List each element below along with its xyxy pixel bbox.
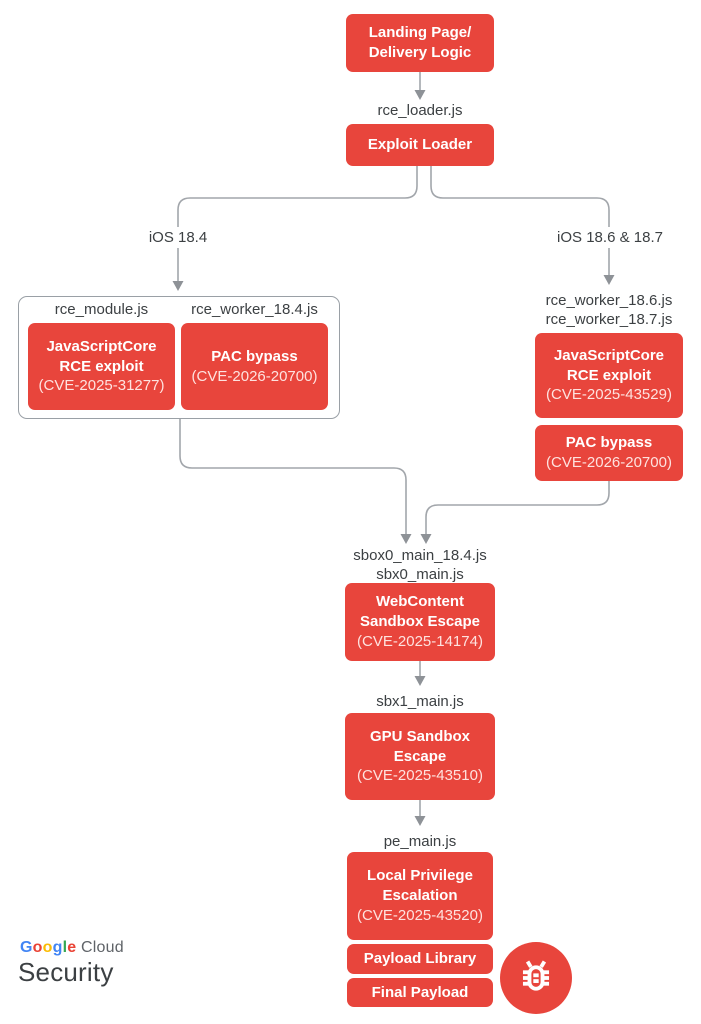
file-label-rce-loader: rce_loader.js	[336, 102, 504, 121]
file-label-rce-worker-18-4: rce_worker_18.4.js	[179, 301, 330, 320]
brand-letter: o	[32, 939, 43, 956]
node-pac-bypass-18-6-18-7: PAC bypass (CVE-2026-20700)	[535, 425, 683, 481]
node-title: JavaScriptCore RCE exploit	[46, 337, 157, 375]
node-cve: (CVE-2025-43520)	[357, 906, 483, 924]
node-payload-library: Payload Library	[347, 944, 493, 974]
node-cve: (CVE-2026-20700)	[191, 367, 318, 385]
node-cve: (CVE-2025-14174)	[357, 632, 483, 650]
file-label-pe-main: pe_main.js	[336, 833, 504, 852]
node-cve: (CVE-2025-31277)	[38, 377, 165, 395]
arrowhead-gpu	[414, 676, 426, 686]
node-title: PAC bypass	[211, 347, 298, 365]
node-jsc-rce-18-4: JavaScriptCore RCE exploit (CVE-2025-312…	[28, 323, 175, 410]
file-label-rce-module: rce_module.js	[28, 301, 175, 320]
node-title: JavaScriptCore RCE exploit	[553, 346, 665, 384]
brand-letter: g	[52, 939, 63, 956]
node-landing-page: Landing Page/ Delivery Logic	[346, 14, 494, 72]
arrowhead-lpe	[414, 816, 426, 826]
brand-cloud-label: Cloud	[76, 939, 124, 956]
file-label-sbox0-main: sbox0_main_18.4.js sbx0_main.js	[335, 547, 505, 585]
node-title: Landing Page/ Delivery Logic	[368, 24, 472, 61]
connector-branch-left	[177, 166, 418, 281]
node-title: Payload Library	[363, 950, 477, 968]
brand-letter: o	[42, 939, 53, 956]
node-exploit-loader: Exploit Loader	[346, 124, 494, 166]
file-label-sbx1-main: sbx1_main.js	[336, 693, 504, 712]
connector-branch-right	[430, 166, 610, 275]
node-gpu-sandbox-escape: GPU Sandbox Escape (CVE-2025-43510)	[345, 713, 495, 800]
bug-icon-glyph	[522, 960, 550, 991]
node-cve: (CVE-2026-20700)	[546, 454, 672, 471]
node-jsc-rce-18-6-18-7: JavaScriptCore RCE exploit (CVE-2025-435…	[535, 333, 683, 418]
file-label-rce-worker-18-6-18-7: rce_worker_18.6.js rce_worker_18.7.js	[530, 292, 688, 330]
bug-icon	[500, 942, 572, 1014]
branch-label-ios-18-6-18-7: iOS 18.6 & 18.7	[549, 227, 671, 248]
brand-letter: e	[67, 939, 77, 956]
arrowhead-merge-right	[420, 534, 432, 544]
arrowhead-branch-left	[172, 281, 184, 291]
arrowhead-loader	[414, 90, 426, 100]
node-title: Final Payload	[371, 983, 469, 1001]
node-title: WebContent Sandbox Escape	[359, 593, 481, 631]
node-cve: (CVE-2025-43510)	[357, 767, 483, 785]
node-title: GPU Sandbox Escape	[369, 727, 470, 765]
google-cloud-logo: Google Cloud	[20, 939, 124, 957]
arrowhead-merge-left	[400, 534, 412, 544]
product-name-security: Security	[18, 957, 114, 987]
branch-label-ios-18-4: iOS 18.4	[138, 227, 218, 248]
node-local-privilege-escalation: Local Privilege Escalation (CVE-2025-435…	[347, 852, 493, 940]
arrowhead-branch-right	[603, 275, 615, 285]
connector-merge-right	[425, 481, 610, 534]
node-cve: (CVE-2025-43529)	[546, 386, 672, 404]
node-final-payload: Final Payload	[347, 978, 493, 1007]
brand-letter: l	[62, 939, 68, 956]
node-title: Exploit Loader	[367, 136, 473, 154]
node-title: Local Privilege Escalation	[367, 867, 473, 905]
connector-merge-left	[179, 419, 407, 534]
node-pac-bypass-18-4: PAC bypass (CVE-2026-20700)	[181, 323, 328, 410]
node-webcontent-sandbox-escape: WebContent Sandbox Escape (CVE-2025-1417…	[345, 583, 495, 661]
node-title: PAC bypass	[565, 434, 653, 452]
brand-letter: G	[20, 939, 33, 956]
